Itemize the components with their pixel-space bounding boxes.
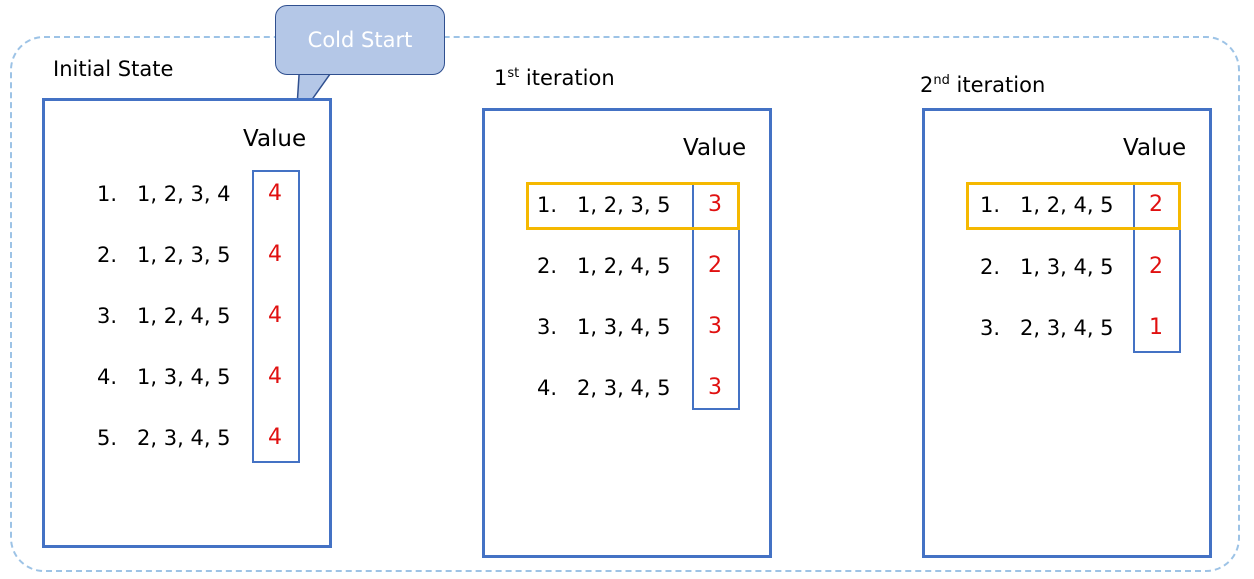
row-value: 3	[708, 192, 722, 217]
row-set: 1, 2, 4, 5	[1020, 193, 1114, 217]
row-set: 2, 3, 4, 5	[577, 376, 671, 400]
row-value: 1	[1149, 315, 1163, 340]
row-number: 3.	[537, 315, 558, 339]
row-number: 3.	[980, 316, 1001, 340]
list-item: 1. 1, 2, 3, 4	[97, 182, 231, 206]
row-number: 1.	[980, 193, 1001, 217]
row-value: 4	[268, 425, 282, 450]
panel-initial-state	[42, 98, 332, 548]
row-set: 1, 2, 4, 5	[137, 304, 231, 328]
callout-label: Cold Start	[307, 28, 413, 52]
highlight-row	[526, 182, 740, 230]
row-number: 2.	[97, 243, 118, 267]
row-value: 2	[1149, 192, 1163, 217]
outer-dashed-frame	[10, 36, 1240, 572]
panel-title-1st-iteration: 1st iteration	[494, 66, 615, 90]
row-number: 2.	[537, 254, 558, 278]
row-value: 2	[1149, 254, 1163, 279]
row-set: 1, 3, 4, 5	[1020, 255, 1114, 279]
title-number: 1	[494, 66, 508, 90]
highlight-row	[966, 182, 1181, 230]
list-item: 5. 2, 3, 4, 5	[97, 426, 231, 450]
row-number: 1.	[97, 182, 118, 206]
row-value: 2	[708, 253, 722, 278]
row-number: 1.	[537, 193, 558, 217]
list-item: 3. 1, 2, 4, 5	[97, 304, 231, 328]
value-column	[252, 170, 300, 463]
list-item: 1. 1, 2, 4, 5	[980, 193, 1114, 217]
row-number: 5.	[97, 426, 118, 450]
list-item: 4. 1, 3, 4, 5	[97, 365, 231, 389]
value-header: Value	[243, 126, 307, 152]
row-value: 3	[708, 375, 722, 400]
value-header: Value	[1123, 135, 1187, 161]
list-item: 3. 1, 3, 4, 5	[537, 315, 671, 339]
list-item: 2. 1, 3, 4, 5	[980, 255, 1114, 279]
row-number: 4.	[97, 365, 118, 389]
list-item: 2. 1, 2, 4, 5	[537, 254, 671, 278]
list-item: 2. 1, 2, 3, 5	[97, 243, 231, 267]
row-value: 4	[268, 181, 282, 206]
row-value: 4	[268, 303, 282, 328]
row-number: 3.	[97, 304, 118, 328]
row-set: 1, 2, 3, 5	[577, 193, 671, 217]
title-ordinal: nd	[933, 73, 950, 88]
list-item: 4. 2, 3, 4, 5	[537, 376, 671, 400]
row-value: 3	[708, 314, 722, 339]
panel-title-2nd-iteration: 2nd iteration	[920, 73, 1045, 97]
panel-title-initial-state: Initial State	[53, 57, 174, 81]
list-item: 3. 2, 3, 4, 5	[980, 316, 1114, 340]
row-value: 4	[268, 364, 282, 389]
row-set: 2, 3, 4, 5	[137, 426, 231, 450]
row-set: 1, 2, 3, 4	[137, 182, 231, 206]
row-set: 1, 2, 4, 5	[577, 254, 671, 278]
row-value: 4	[268, 242, 282, 267]
title-number: 2	[920, 73, 934, 97]
title-text: iteration	[949, 73, 1046, 97]
cold-start-callout: Cold Start	[275, 5, 445, 75]
row-set: 1, 3, 4, 5	[577, 315, 671, 339]
value-header: Value	[683, 135, 747, 161]
list-item: 1. 1, 2, 3, 5	[537, 193, 671, 217]
row-set: 2, 3, 4, 5	[1020, 316, 1114, 340]
row-number: 2.	[980, 255, 1001, 279]
title-text: iteration	[519, 66, 615, 90]
title-ordinal: st	[507, 66, 520, 81]
row-set: 1, 2, 3, 5	[137, 243, 231, 267]
row-set: 1, 3, 4, 5	[137, 365, 231, 389]
row-number: 4.	[537, 376, 558, 400]
